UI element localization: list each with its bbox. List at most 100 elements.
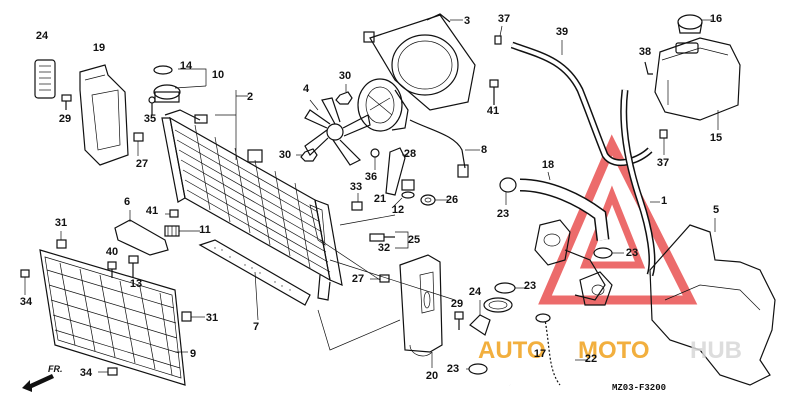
hose-clamp-23c (494, 282, 527, 294)
grommet-21-12 (391, 179, 415, 209)
radiator-2 (161, 109, 343, 301)
wire-harness-8 (409, 119, 480, 178)
callout-c31a: 31 (55, 217, 67, 229)
water-hose-17 (483, 297, 514, 386)
callout-c16: 16 (710, 13, 722, 25)
bracket-6 (114, 210, 169, 256)
callout-c40: 40 (106, 246, 118, 258)
callout-c21: 21 (374, 193, 386, 205)
nut-30b (296, 148, 318, 162)
callout-c4: 4 (303, 83, 310, 95)
callout-c41b: 41 (146, 205, 158, 217)
callout-c23d: 23 (447, 363, 459, 375)
collar-11 (164, 225, 200, 237)
bolt-29 (61, 94, 72, 110)
callout-c34a: 34 (20, 296, 33, 308)
callout-c41a: 41 (487, 105, 499, 117)
callout-c1: 1 (661, 195, 667, 207)
watermark-text: AUTO MOTO HUB (478, 337, 742, 364)
callout-c23c: 23 (524, 280, 536, 292)
reserve-tank-15 (654, 37, 741, 130)
callout-c2: 2 (247, 91, 253, 103)
washer-36 (370, 148, 380, 170)
bracket-28 (385, 147, 408, 196)
callout-c13: 13 (130, 278, 142, 290)
foam-strip-7 (198, 239, 311, 321)
clip-37a (494, 25, 503, 45)
callout-c11: 11 (199, 224, 211, 236)
callout-c24b: 24 (469, 286, 482, 298)
callout-c23a: 23 (497, 208, 509, 220)
clip-31a (56, 231, 67, 249)
callout-c37b: 37 (657, 157, 669, 169)
grille-screen-9 (39, 249, 188, 386)
callout-c14: 14 (180, 60, 193, 72)
callout-c23b: 23 (626, 247, 638, 259)
overflow-hose-22 (535, 313, 588, 387)
svg-text:AUTO: AUTO (478, 337, 546, 364)
callout-c15: 15 (710, 132, 722, 144)
bolt-13 (128, 255, 139, 278)
bolt-27a (133, 132, 144, 156)
nut-30a (335, 84, 353, 105)
screw-34b (98, 367, 118, 376)
shroud-19 (79, 64, 129, 166)
callout-c17: 17 (534, 348, 546, 360)
direction-label: FR. (48, 364, 63, 374)
callout-c9: 9 (190, 348, 196, 360)
callout-c36: 36 (365, 171, 377, 183)
callout-c6: 6 (124, 196, 130, 208)
thermostat-housing (534, 219, 606, 301)
callout-c34b: 34 (80, 367, 93, 379)
callout-c27a: 27 (136, 158, 148, 170)
callout-c3: 3 (464, 15, 470, 27)
inner-cover-5 (649, 218, 776, 386)
clip-38 (644, 61, 653, 75)
clip-31b (181, 311, 205, 322)
clip-37b (659, 129, 668, 155)
callout-c30b: 30 (279, 149, 291, 161)
siphon-tube-39 (510, 40, 653, 167)
callout-c20: 20 (426, 370, 438, 382)
bolt-41a (489, 79, 499, 105)
hose-clamp-23b (593, 247, 624, 259)
callout-c33: 33 (350, 181, 362, 193)
water-hose-18 (519, 171, 610, 241)
bolt-41 (165, 209, 179, 218)
collar-26 (420, 194, 448, 206)
callout-c25: 25 (408, 234, 420, 246)
front-direction-arrow (22, 374, 54, 392)
clip-33 (351, 193, 363, 211)
side-shroud-20 (399, 254, 443, 368)
callout-c28: 28 (404, 148, 416, 160)
callout-c10: 10 (212, 69, 224, 81)
valve-body (579, 271, 613, 306)
callout-c26: 26 (446, 194, 458, 206)
callout-c31b: 31 (206, 312, 218, 324)
callout-c19: 19 (93, 42, 105, 54)
callout-c29b: 29 (451, 298, 463, 310)
callout-c39: 39 (556, 26, 568, 38)
sensor-25 (369, 231, 409, 249)
callout-c27b: 27 (352, 273, 364, 285)
bolt-27b (370, 274, 390, 283)
callout-c30a: 30 (339, 70, 351, 82)
bolt-29b (454, 311, 464, 330)
rubber-pad-24 (34, 59, 56, 99)
hose-clamp-23d (466, 363, 488, 375)
callout-c32: 32 (378, 242, 390, 254)
svg-text:MOTO: MOTO (578, 337, 650, 364)
callout-c37a: 37 (498, 13, 510, 25)
diagram-code: MZ03-F3200 (612, 383, 666, 393)
callout-c24a: 24 (36, 30, 49, 42)
callout-c35: 35 (144, 113, 156, 125)
pad-24b (469, 300, 491, 336)
fan-shroud-3 (363, 13, 476, 111)
screw-34a (20, 269, 30, 295)
callout-c22: 22 (585, 353, 597, 365)
hose-clamp-23a (499, 177, 517, 205)
fan-blade-4 (304, 97, 371, 166)
